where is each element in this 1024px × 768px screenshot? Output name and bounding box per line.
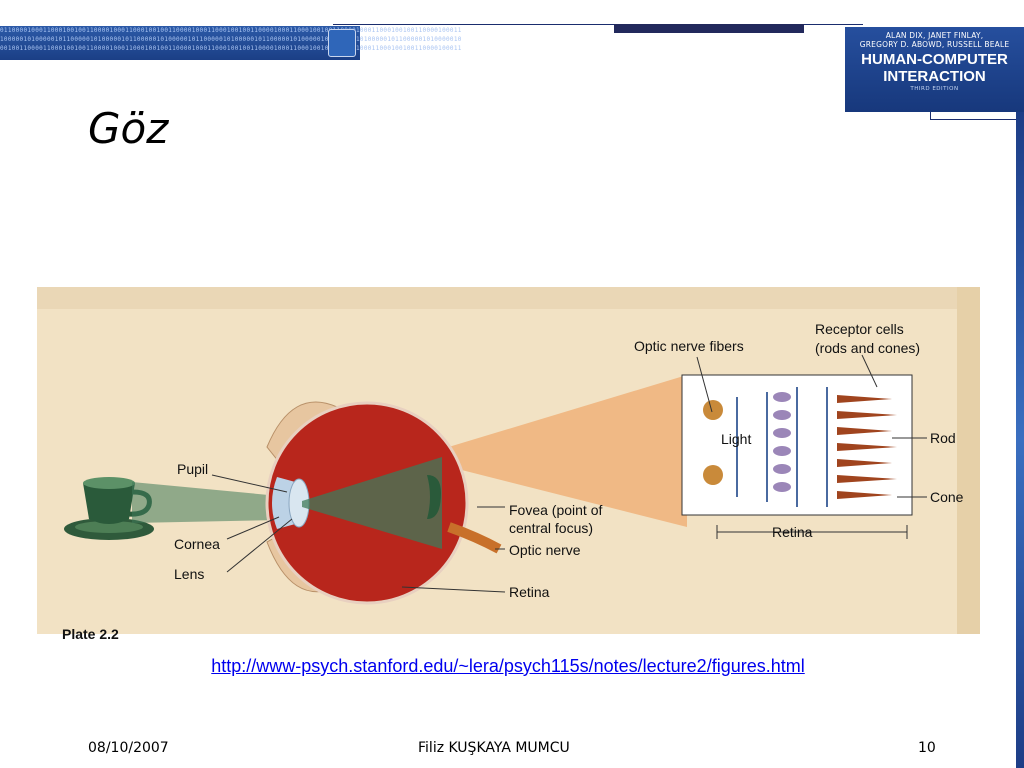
book-title: HUMAN-COMPUTER INTERACTION <box>861 51 1008 85</box>
right-edge-stripe <box>1016 112 1024 768</box>
footer-author: Filiz KUŞKAYA MUMCU <box>418 740 570 756</box>
label-receptor-line1: Receptor cells <box>815 321 904 337</box>
source-link[interactable]: http://www-psych.stanford.edu/~lera/psyc… <box>211 656 805 676</box>
top-divider <box>333 24 863 25</box>
book-cover: ALAN DIX, JANET FINLAY, GREGORY D. ABOWD… <box>845 27 1024 112</box>
label-cornea: Cornea <box>174 536 220 552</box>
projection-cone <box>442 375 687 527</box>
optic-nerve <box>447 522 502 554</box>
top-accent-bar <box>614 24 804 33</box>
label-plate: Plate 2.2 <box>62 626 119 642</box>
binary-row: 0110000100011000100100110000100011000100… <box>0 27 462 34</box>
slide-title: Göz <box>88 104 169 153</box>
label-optic-nerve: Optic nerve <box>509 542 581 558</box>
sclera-edge <box>265 401 469 605</box>
label-lens: Lens <box>174 566 204 582</box>
label-retina-detail: Retina <box>772 524 813 540</box>
label-retina: Retina <box>509 584 550 600</box>
figure-page-edge <box>957 287 980 634</box>
banner-logo-icon <box>328 29 356 57</box>
label-pupil: Pupil <box>177 461 208 477</box>
label-optic-nerve-fibers: Optic nerve fibers <box>634 338 744 354</box>
figure-paper-shade <box>37 287 980 309</box>
label-receptor-line2: (rods and cones) <box>815 340 920 356</box>
corner-divider <box>930 112 931 120</box>
binary-header-banner: 0110000100011000100100110000100011000100… <box>0 26 462 60</box>
book-authors: ALAN DIX, JANET FINLAY, GREGORY D. ABOWD… <box>859 31 1010 49</box>
label-cone: Cone <box>930 489 964 505</box>
inner-light-beam <box>302 457 442 549</box>
label-fovea-line1: Fovea (point of <box>509 502 602 518</box>
retina-detail <box>681 374 913 539</box>
footer-date: 08/10/2007 <box>88 740 169 756</box>
footer-page-number: 10 <box>918 740 936 756</box>
retinal-image <box>427 475 441 519</box>
book-edition: THIRD EDITION <box>910 86 959 92</box>
label-light: Light <box>721 431 751 447</box>
leader-lines <box>211 354 927 593</box>
binary-row: 1000001010000010110000010100000101100000… <box>0 36 462 43</box>
binary-row: 0010011000011000100100110000100011000100… <box>0 45 462 52</box>
eye-anatomy-figure: Pupil Cornea Lens Fovea (point of centra… <box>37 287 980 642</box>
label-rod: Rod <box>930 430 956 446</box>
corner-divider <box>930 119 1024 120</box>
label-fovea-line2: central focus) <box>509 520 593 536</box>
